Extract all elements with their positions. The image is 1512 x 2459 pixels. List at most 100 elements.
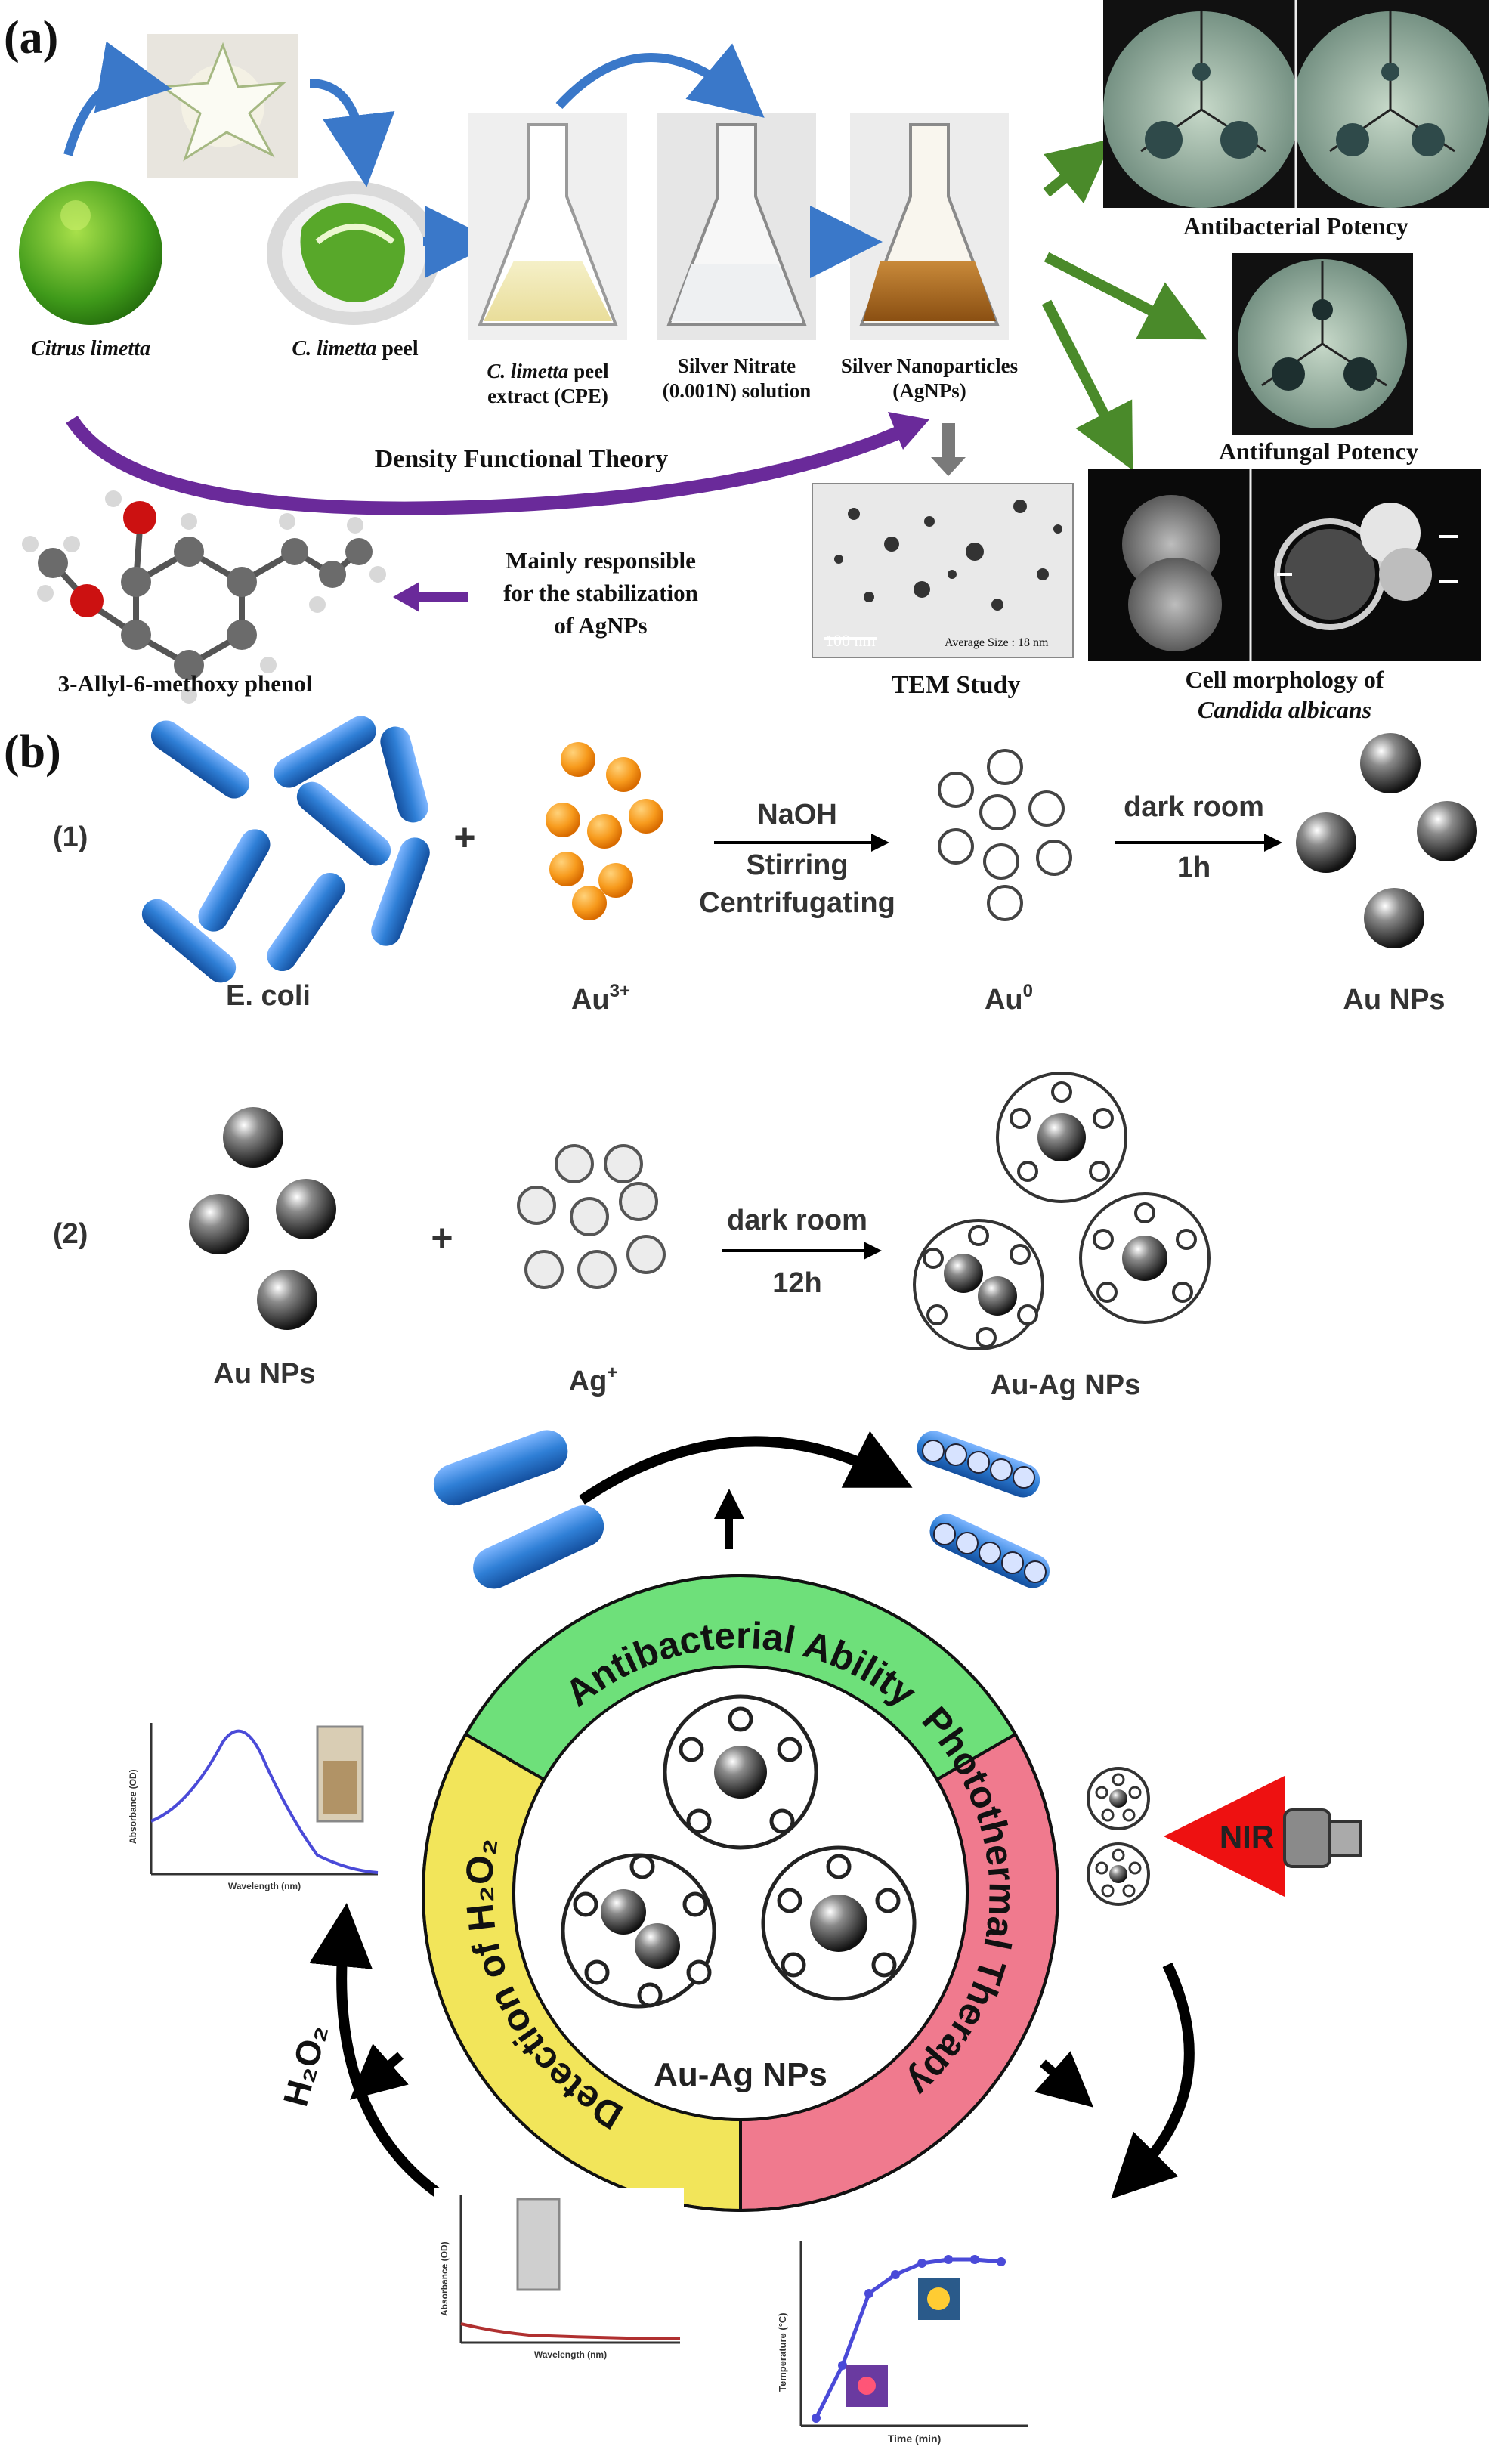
naoh-label: NaOH: [757, 799, 837, 830]
tem-avg-size: Average Size : 18 nm: [945, 636, 1049, 649]
au-nps-product: [1296, 733, 1477, 948]
antibacterial-potency-label: Antibacterial Potency: [1183, 212, 1408, 240]
time-label-2: 12h: [772, 1267, 821, 1299]
silver-nitrate-line2: (0.001N) solution: [663, 379, 812, 402]
dark-room-label-1: dark room: [1124, 791, 1264, 823]
au3-label: Au3+: [571, 981, 630, 1016]
nir-beam: [1164, 1776, 1285, 1897]
abs-plot-top: [125, 1715, 385, 1893]
abs-bottom-ylabel: Absorbance (OD): [439, 2241, 450, 2316]
cpe-flask: [468, 113, 627, 340]
abs-top-xlabel: Wavelength (nm): [228, 1881, 301, 1891]
arrow-to-antibacterial: [1043, 138, 1113, 204]
ecoli-bacteria: [141, 716, 430, 983]
ecoli-label: E. coli: [226, 980, 311, 1012]
arrow-agnp-to-tem-head: [931, 457, 966, 476]
citrus-peel-image: [267, 181, 441, 325]
temp-xlabel: Time (min): [888, 2433, 942, 2445]
panel-a-label: (a): [4, 12, 58, 63]
antifungal-plate-image: [1232, 253, 1413, 435]
panel-b-synthesis: [141, 716, 1477, 1350]
temp-ylabel: Temperature (°C): [777, 2312, 788, 2392]
centrifugating-label: Centrifugating: [699, 887, 895, 919]
citrus-label: Citrus limetta: [31, 337, 150, 360]
dft-arc-arrow: [66, 416, 906, 515]
abs-top-ylabel: Absorbance (OD): [128, 1769, 138, 1844]
cpe-label-line2: extract (CPE): [487, 385, 608, 407]
arrow-to-cell: [1041, 299, 1133, 471]
plus-2: +: [431, 1217, 453, 1259]
dft-arc-arrow-head: [888, 412, 929, 450]
peeled-citrus-image: [147, 34, 298, 178]
ag-ions: [517, 1144, 666, 1289]
ring-center-nps: [561, 1694, 917, 2009]
abs-curve-bottom: [460, 2322, 681, 2340]
au-nps-reactant: [189, 1107, 336, 1330]
peel-label: C. limetta peel: [292, 337, 418, 360]
stabilization-line2: for the stabilization: [503, 580, 698, 606]
nir-setup: [1087, 1767, 1362, 1906]
ring-outer-border: [422, 1574, 1059, 2212]
abs-curve-top: [150, 1729, 379, 1874]
dft-label: Density Functional Theory: [375, 445, 669, 473]
au-ag-nps-product: [913, 1072, 1211, 1350]
step-2-label: (2): [53, 1218, 88, 1250]
temp-plot: [759, 2233, 1035, 2437]
applications-cycle: [125, 1430, 1362, 2437]
au-nps-label-1: Au NPs: [1343, 984, 1445, 1016]
step-1-label: (1): [53, 821, 88, 853]
abs-plot-bottom: [434, 2188, 684, 2362]
agnp-label-line1: Silver Nanoparticles: [841, 354, 1018, 377]
panel-a: [19, 0, 1489, 704]
antifungal-potency-label: Antifungal Potency: [1219, 438, 1418, 465]
ag-label: Ag+: [569, 1363, 618, 1397]
cell-morphology-image: [1088, 469, 1481, 661]
panel-b-label: (b): [4, 726, 61, 778]
au0-label: Au0: [985, 981, 1033, 1016]
h2o2-label: H₂O₂: [275, 2020, 335, 2111]
cycle-arrow-right: [1111, 1963, 1195, 2199]
small-arrow-photothermal: [1034, 2051, 1094, 2108]
time-label-1: 1h: [1177, 852, 1211, 883]
stirring-label: Stirring: [746, 849, 848, 881]
stabilization-line1: Mainly responsible: [506, 547, 696, 574]
vial-bottom: [516, 2198, 561, 2291]
arrow-fruit-to-peeled: [63, 41, 172, 156]
bacteria-with-nps: [917, 1431, 1050, 1588]
citrus-fruit: [19, 181, 162, 325]
tem-label: TEM Study: [892, 671, 1021, 699]
cycle-arrow-top: [579, 1431, 913, 1505]
dark-room-label-2: dark room: [727, 1205, 867, 1236]
nir-label: NIR: [1220, 1819, 1274, 1854]
agnp-flask: [850, 113, 1009, 340]
silver-nitrate-flask: [657, 113, 816, 340]
arrow-peeled-to-peel: [309, 79, 395, 187]
bacterium-top-1: [433, 1430, 568, 1506]
stabilization-line3: of AgNPs: [554, 612, 647, 639]
arrow-to-antifungal: [1044, 252, 1207, 340]
arrow-cpe-to-nitrate: [555, 43, 765, 118]
agnp-label-line2: (AgNPs): [892, 379, 966, 402]
bacterium-top-2: [473, 1505, 604, 1589]
cycle-center-label: Au-Ag NPs: [654, 2056, 827, 2093]
molecule-atoms: [22, 490, 386, 704]
small-arrow-detection: [349, 2043, 409, 2100]
au-ag-nps-label: Au-Ag NPs: [991, 1369, 1140, 1401]
citrus-highlight: [60, 200, 91, 230]
au0-atoms: [938, 749, 1072, 921]
laser-tail: [1328, 1820, 1362, 1857]
cycle-arrow-up-head: [714, 1489, 744, 1519]
cpe-label-line1: C. limetta peel: [487, 360, 609, 382]
tem-image: [812, 483, 1074, 658]
molecule-label: 3-Allyl-6-methoxy phenol: [58, 670, 313, 697]
plus-1: +: [453, 816, 475, 858]
tem-scale: 100 nm: [825, 631, 876, 650]
au-nps-label-2: Au NPs: [213, 1358, 315, 1390]
antibacterial-plates-image: [1103, 0, 1489, 208]
ring: [422, 1574, 1059, 2213]
cell-morphology-line1: Cell morphology of: [1185, 666, 1384, 693]
stabilization-arrow-head: [393, 582, 419, 612]
laser-body: [1283, 1808, 1331, 1868]
abs-bottom-xlabel: Wavelength (nm): [534, 2349, 607, 2360]
